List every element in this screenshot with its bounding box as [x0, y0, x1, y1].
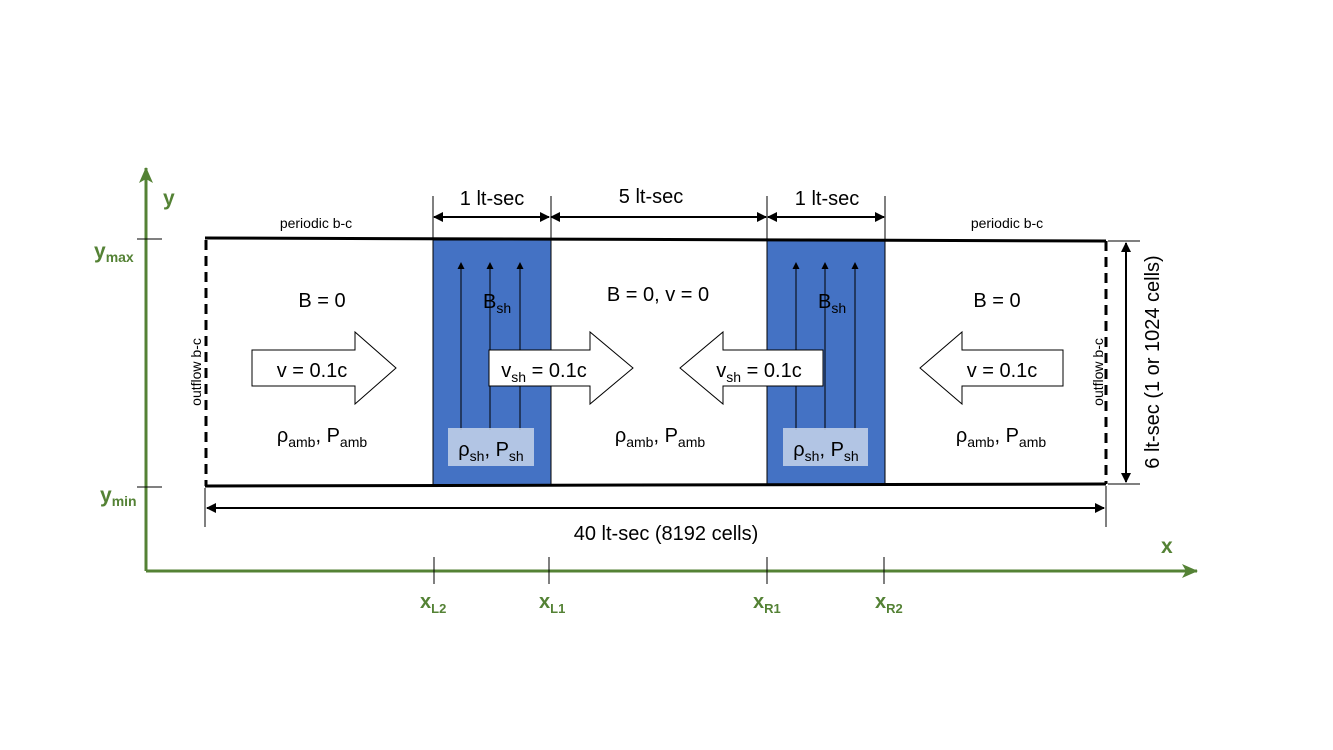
ymin-label: ymin — [100, 484, 137, 509]
xR1-label: xR1 — [753, 591, 781, 616]
right-shell-field-label: Bsh — [818, 291, 846, 316]
right-region-velocity-arrow — [919, 330, 1064, 406]
xL2-label: xL2 — [420, 591, 446, 616]
top-right-periodic-label: periodic b-c — [971, 215, 1043, 231]
coordinate-axes: y x ymax ymin xL2 xL1 xR1 xR2 — [94, 167, 1198, 616]
right-outflow-label: outflow b-c — [1090, 338, 1106, 406]
xR2-label: xR2 — [875, 591, 903, 616]
right-shell-density-box — [783, 428, 868, 466]
dimension-annotations: 1 lt-sec 5 lt-sec 1 lt-sec 6 lt-sec (1 o… — [204, 186, 1164, 545]
left-region-density-label: ρamb, Pamb — [277, 425, 368, 450]
left-shell-width-label: 1 lt-sec — [460, 188, 524, 210]
left-region-field-label: B = 0 — [298, 290, 345, 312]
middle-region-density-label: ρamb, Pamb — [615, 425, 706, 450]
right-shell-velocity-label: vsh = 0.1c — [716, 360, 801, 385]
right-shell-density-label: ρsh, Psh — [793, 439, 858, 464]
domain-height-label: 6 lt-sec (1 or 1024 cells) — [1142, 255, 1164, 468]
y-axis-label: y — [163, 187, 175, 210]
bottom-periodic-boundary — [204, 482, 1107, 488]
domain-boundaries — [204, 236, 1108, 488]
xL1-label: xL1 — [539, 591, 565, 616]
left-shell-velocity-label: vsh = 0.1c — [501, 360, 586, 385]
right-region-field-label: B = 0 — [973, 290, 1020, 312]
left-shell-field-label: Bsh — [483, 291, 511, 316]
x-axis-label: x — [1161, 535, 1173, 558]
ymax-label: ymax — [94, 240, 134, 265]
right-shell-velocity-arrow — [679, 330, 824, 406]
right-region-density-label: ρamb, Pamb — [956, 425, 1047, 450]
middle-region-field-label: B = 0, v = 0 — [607, 284, 709, 306]
right-shell-field-lines — [792, 262, 859, 430]
gap-width-label: 5 lt-sec — [619, 186, 683, 208]
left-shell-field-lines — [457, 262, 524, 430]
left-region-velocity-label: v = 0.1c — [277, 360, 348, 382]
right-region-velocity-label: v = 0.1c — [967, 360, 1038, 382]
right-shell-width-label: 1 lt-sec — [795, 188, 859, 210]
domain-length-label: 40 lt-sec (8192 cells) — [574, 523, 759, 545]
top-left-periodic-label: periodic b-c — [280, 215, 352, 231]
left-shell-density-label: ρsh, Psh — [458, 439, 523, 464]
top-periodic-boundary — [204, 236, 1107, 243]
left-shell-density-box — [448, 428, 534, 466]
left-region-velocity-arrow — [251, 330, 397, 406]
left-outflow-label: outflow b-c — [188, 338, 204, 406]
left-shell-velocity-arrow — [488, 330, 634, 406]
